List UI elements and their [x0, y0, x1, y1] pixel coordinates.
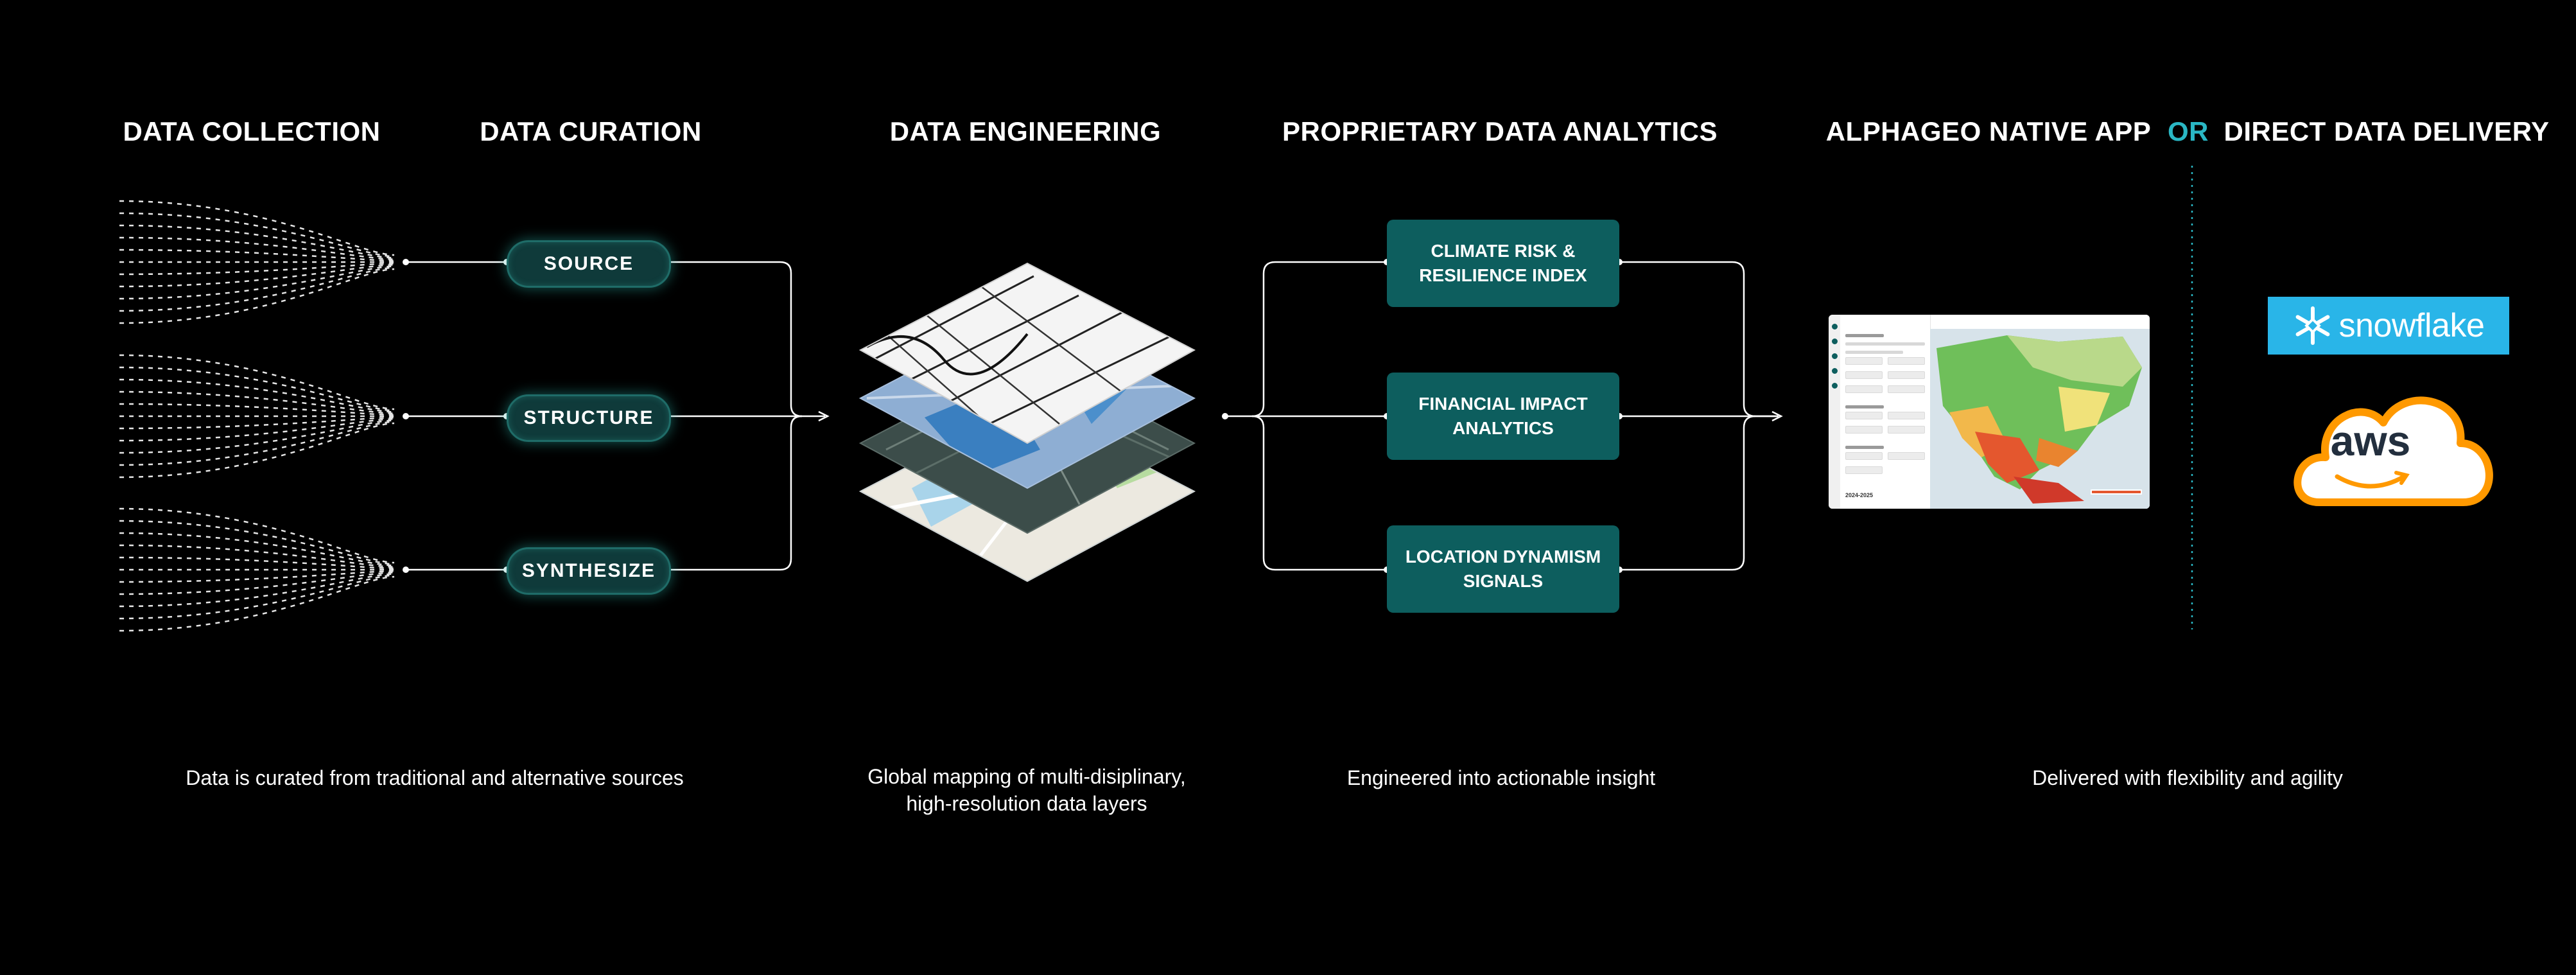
header-data-collection: DATA COLLECTION — [123, 116, 381, 146]
box-location-dynamism: LOCATION DYNAMISM SIGNALS — [1387, 525, 1619, 613]
pill-structure: STRUCTURE — [507, 394, 671, 442]
merge-arrow — [818, 410, 830, 422]
caption-delivery: Delivered with flexibility and agility — [2032, 766, 2343, 789]
fan-node — [403, 413, 409, 419]
fan-node — [403, 567, 409, 573]
map-layers-icon — [858, 262, 1196, 583]
app-screenshot: 2024-2025 — [1829, 315, 2150, 509]
box-climate-risk: CLIMATE RISK & RESILIENCE INDEX — [1387, 220, 1619, 307]
caption-collection: Data is curated from traditional and alt… — [186, 766, 684, 789]
merge-bracket-bottom — [667, 415, 803, 571]
header-data-engineering: DATA ENGINEERING — [889, 116, 1162, 146]
fan-node — [403, 259, 409, 265]
fan-line — [119, 236, 395, 260]
app-panel: 2024-2025 — [1840, 315, 1931, 509]
fan-line — [119, 544, 395, 568]
split-top — [1225, 261, 1387, 417]
fan-line — [119, 520, 395, 565]
fan-line — [119, 507, 395, 564]
split-node — [1222, 413, 1228, 419]
caption-analytics: Engineered into actionable insight — [1346, 766, 1656, 789]
header-or: OR — [2168, 116, 2209, 146]
app-range-label: 2024-2025 — [1845, 492, 1874, 498]
header-native-app: ALPHAGEO NATIVE APP — [1825, 116, 2152, 146]
aws-wordmark: aws — [2330, 417, 2411, 464]
fan-line — [119, 418, 395, 442]
app-map — [1930, 329, 2150, 509]
split-bottom — [1251, 415, 1387, 571]
fan-line — [119, 574, 395, 620]
fan-line — [119, 575, 395, 632]
fan-line — [119, 268, 395, 324]
fan-line — [119, 391, 395, 414]
fan-line — [119, 212, 395, 258]
snowflake-wordmark: snowflake — [2338, 307, 2485, 344]
fan-line — [119, 354, 395, 410]
pill-synthesize: SYNTHESIZE — [507, 547, 671, 595]
fan-line — [119, 267, 395, 312]
header-direct-delivery: DIRECT DATA DELIVERY — [2224, 116, 2550, 146]
merge-bracket-top — [667, 261, 825, 417]
snowflake-logo-icon — [2295, 306, 2330, 345]
caption-engineering-line2: high-resolution data layers — [906, 792, 1147, 815]
out-top — [1619, 261, 1779, 417]
header-data-curation: DATA CURATION — [480, 116, 702, 146]
fan-line — [119, 572, 395, 595]
fan-line — [119, 422, 395, 479]
out-bottom — [1619, 415, 1756, 571]
fan-line — [119, 366, 395, 412]
out-arrow — [1771, 410, 1783, 422]
fan-line — [119, 264, 395, 288]
fan-line — [119, 421, 395, 466]
caption-engineering-line1: Global mapping of multi-disiplinary, — [867, 765, 1186, 788]
app-rail — [1829, 315, 1841, 509]
fan-line — [119, 200, 395, 256]
pill-source: SOURCE — [507, 240, 671, 288]
header-proprietary-analytics: PROPRIETARY DATA ANALYTICS — [1282, 116, 1718, 146]
box-financial-impact: FINANCIAL IMPACT ANALYTICS — [1387, 373, 1619, 460]
caption-engineering: Global mapping of multi-disiplinary, hig… — [867, 763, 1186, 817]
snowflake-logo: snowflake — [2268, 297, 2509, 355]
aws-logo-icon — [2293, 396, 2493, 506]
